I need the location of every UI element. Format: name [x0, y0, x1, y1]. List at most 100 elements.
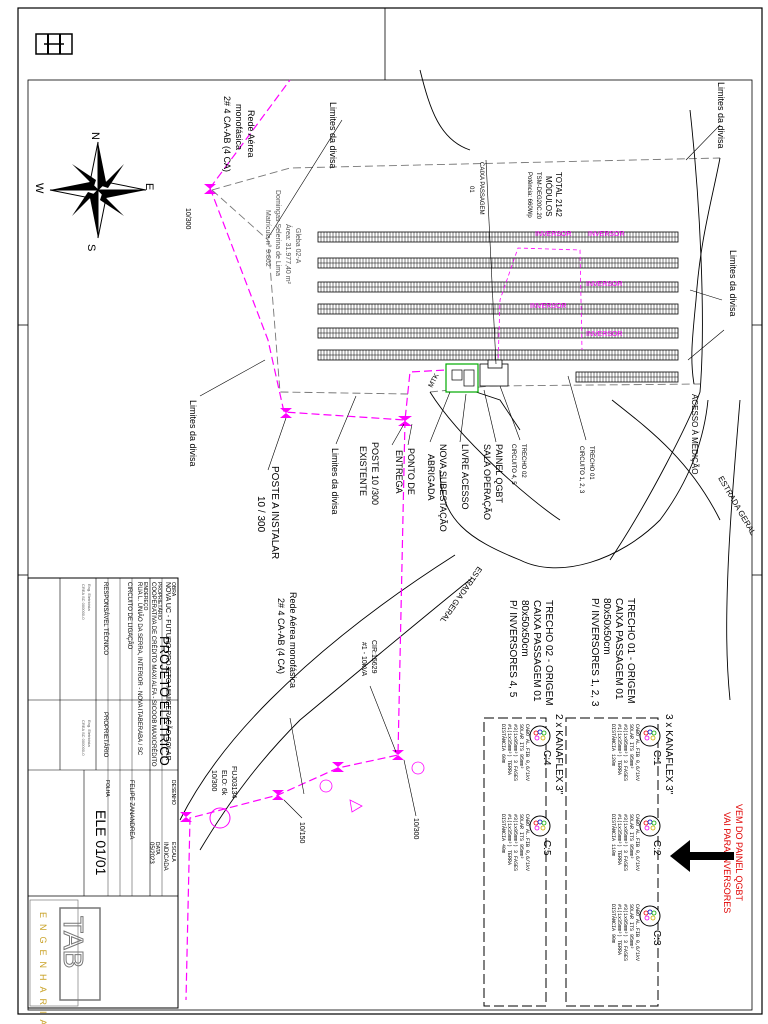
module-row-cells [318, 350, 678, 360]
logo-subtext: ENGENHARIA [38, 912, 48, 1024]
tb-end-label: ENDEREÇO [142, 582, 148, 610]
sheet-border [17, 7, 763, 1015]
circuit-spec-line: SOLAR ITS 95mm² [628, 814, 634, 859]
conduit-section-icon [529, 815, 551, 837]
circuit-spec-line: SOLAR ITS 95mm² [628, 904, 634, 949]
label-poste-inst-1: POSTE A INSTALAR [269, 466, 280, 559]
cable-dot [540, 735, 546, 741]
tb-escala-value: INDICADA [162, 842, 168, 871]
tb-circ-label: CIRCUITO DE LIGAÇÃO [126, 582, 133, 650]
circuit-spec-line: #1(1x35mm²) TERRA [616, 724, 622, 775]
road-bottom-edge-1 [179, 554, 456, 821]
tb-data-label: DATA [154, 842, 160, 855]
inverter-labels: INVERSOR INVERSOR INVERSOR INVERSOR INVE… [530, 231, 625, 338]
label-painel-2: SALA OPERAÇÃO [482, 444, 492, 520]
label-acesso: ACESSO À MEDIÇÃO [690, 394, 699, 474]
label-poste-exist-2: EXISTENTE [358, 446, 368, 496]
cable-dot [650, 825, 656, 831]
pole-markers [180, 184, 412, 822]
tb-prop-label: PROPRIETÁRIO [156, 582, 163, 620]
trecho01-line-2: CAIXA PASSAGEM 01 [613, 598, 624, 700]
label-mtk: MTK [428, 372, 441, 389]
circuit-id: C:5 [541, 840, 552, 856]
circuit-spec-line: #3(1x95mm²) 3 FASES [622, 814, 628, 871]
trecho02-line-4: P/ INVERSORES 4, 5 [507, 600, 518, 698]
logo-text: TAB [58, 916, 89, 968]
inverter-label-5: INVERSOR [586, 331, 623, 338]
compass-s: S [85, 244, 97, 251]
label-fuj-3: 10/300 [210, 770, 217, 792]
module-row-cells [318, 304, 678, 314]
circuit-spec-line: SOLAR ITS 95mm² [518, 814, 524, 859]
tb-eng-1: Eng. Eletricista [87, 584, 92, 611]
boundary-left [211, 189, 409, 395]
circuit-spec-line: #1(1x35mm²) TERRA [616, 904, 622, 955]
compass-rose-icon [49, 141, 147, 239]
label-nova-sub-1: NOVA SUBESTAÇÃO [438, 444, 448, 532]
label-livre-acesso: LIVRE ACESSO [460, 444, 470, 510]
circuit-spec-line: #3(1x95mm²) 3 FASES [512, 724, 518, 781]
label-fuj-2: ELO: 6k [220, 770, 227, 796]
inverter-feeder [497, 247, 583, 366]
label-estrada-bottom: ESTRADA GERAL [438, 565, 484, 625]
trecho02-line-2: CAIXA PASSAGEM 01 [531, 600, 542, 702]
label-ponto-1: PONTO DE [406, 448, 416, 495]
road-bottom-edge-2 [199, 577, 473, 851]
tb-desenho-value: FELIPE ZANANDREA [128, 780, 134, 839]
circuit-spec-line: #1(1x35mm²) TERRA [616, 814, 622, 865]
inverter-label-3: INVERSOR [586, 281, 623, 288]
label-poste-exist-1: POSTE 10 /300 [370, 442, 380, 505]
label-limites-right: Limites da divisa [728, 250, 738, 317]
conduit-section-icon [639, 725, 661, 747]
circuit-spec-line: DISTÂNCIA 120m [610, 724, 617, 766]
label-cir-2: #1 - 10kVA [360, 642, 367, 676]
tb-obra-label: OBRA [170, 582, 176, 597]
trecho02-line-1: TRECHO 02 - ORIGEM [543, 600, 554, 706]
label-total-3: TSM-DEG20C.20 [535, 172, 541, 220]
tb-data-value: 05/2023 [148, 842, 154, 864]
cable-dot [650, 915, 656, 921]
trecho01-line-1: TRECHO 01 - ORIGEM [625, 598, 636, 704]
circuit-spec-line: #3(1x95mm²) 3 FASES [622, 724, 628, 781]
label-limites-left: Limites da divisa [188, 400, 198, 467]
module-row-cells [318, 282, 678, 292]
circuit-spec-line: #3(1x95mm²) 3 FASES [512, 814, 518, 871]
kanaflex-trecho02: 2 x KANAFLEX 3" [553, 714, 564, 795]
inverter-label-4: INVERSOR [530, 303, 567, 310]
conduit-box-trecho01 [565, 717, 659, 1007]
label-limites-center: Limites da divisa [330, 448, 340, 515]
circuit-id: C:3 [651, 930, 662, 946]
tb-eng-4: CREA SC 000000-0 [81, 720, 86, 756]
tb-prop-sig: PROPRIETÁRIO [102, 712, 109, 758]
circuit-spec-line: CABO AL.FIB 0,6/1kV [634, 814, 640, 871]
title-block [27, 577, 179, 1009]
circuit-spec-line: DISTÂNCIA 90m [610, 904, 617, 943]
module-row-cells [318, 328, 678, 338]
aerial-line-bottom [185, 419, 406, 1001]
label-cir-1: CIR:15629 [370, 640, 377, 674]
conduit-section-icon [639, 815, 661, 837]
road-right-edge-2 [439, 399, 709, 569]
boundary-top [211, 157, 721, 191]
module-row-cells [576, 372, 678, 382]
compass-n: N [89, 132, 101, 140]
label-estrada-right: ESTRADA GERAL [716, 475, 757, 538]
label-gleba-3: Domingas Selerina de Lima [274, 190, 281, 276]
tb-end-value: RUA L. UNIÃO DA SERRA, INTERIOR - NOVA I… [136, 582, 143, 756]
circuit-id: C:4 [541, 750, 552, 766]
tb-resp-label: RESPONSÁVEL TÉCNICO [102, 582, 109, 655]
aerial-line-main [209, 187, 447, 421]
cable-dot [651, 910, 657, 916]
circuit-spec-line: CABO AL.FIB 0,6/1kV [634, 904, 640, 961]
circuit-spec-line: #3(1x95mm²) 3 FASES [622, 904, 628, 961]
tb-obra-value: NOVA UC - FUTURO PROJETO MINIGERAÇÃO SOL… [164, 582, 173, 761]
circuit-spec-line: SOLAR ITS 95mm² [628, 724, 634, 769]
label-painel-1: PAINEL QGBT [494, 444, 504, 504]
circuit-spec-line: #1(1x35mm²) TERRA [506, 814, 512, 865]
cable-dot [541, 730, 547, 736]
label-limites-top-right: Limites da divisa [716, 82, 726, 149]
label-rede-top-3: 2# 4 CA-AB (4 CA) [222, 96, 232, 172]
